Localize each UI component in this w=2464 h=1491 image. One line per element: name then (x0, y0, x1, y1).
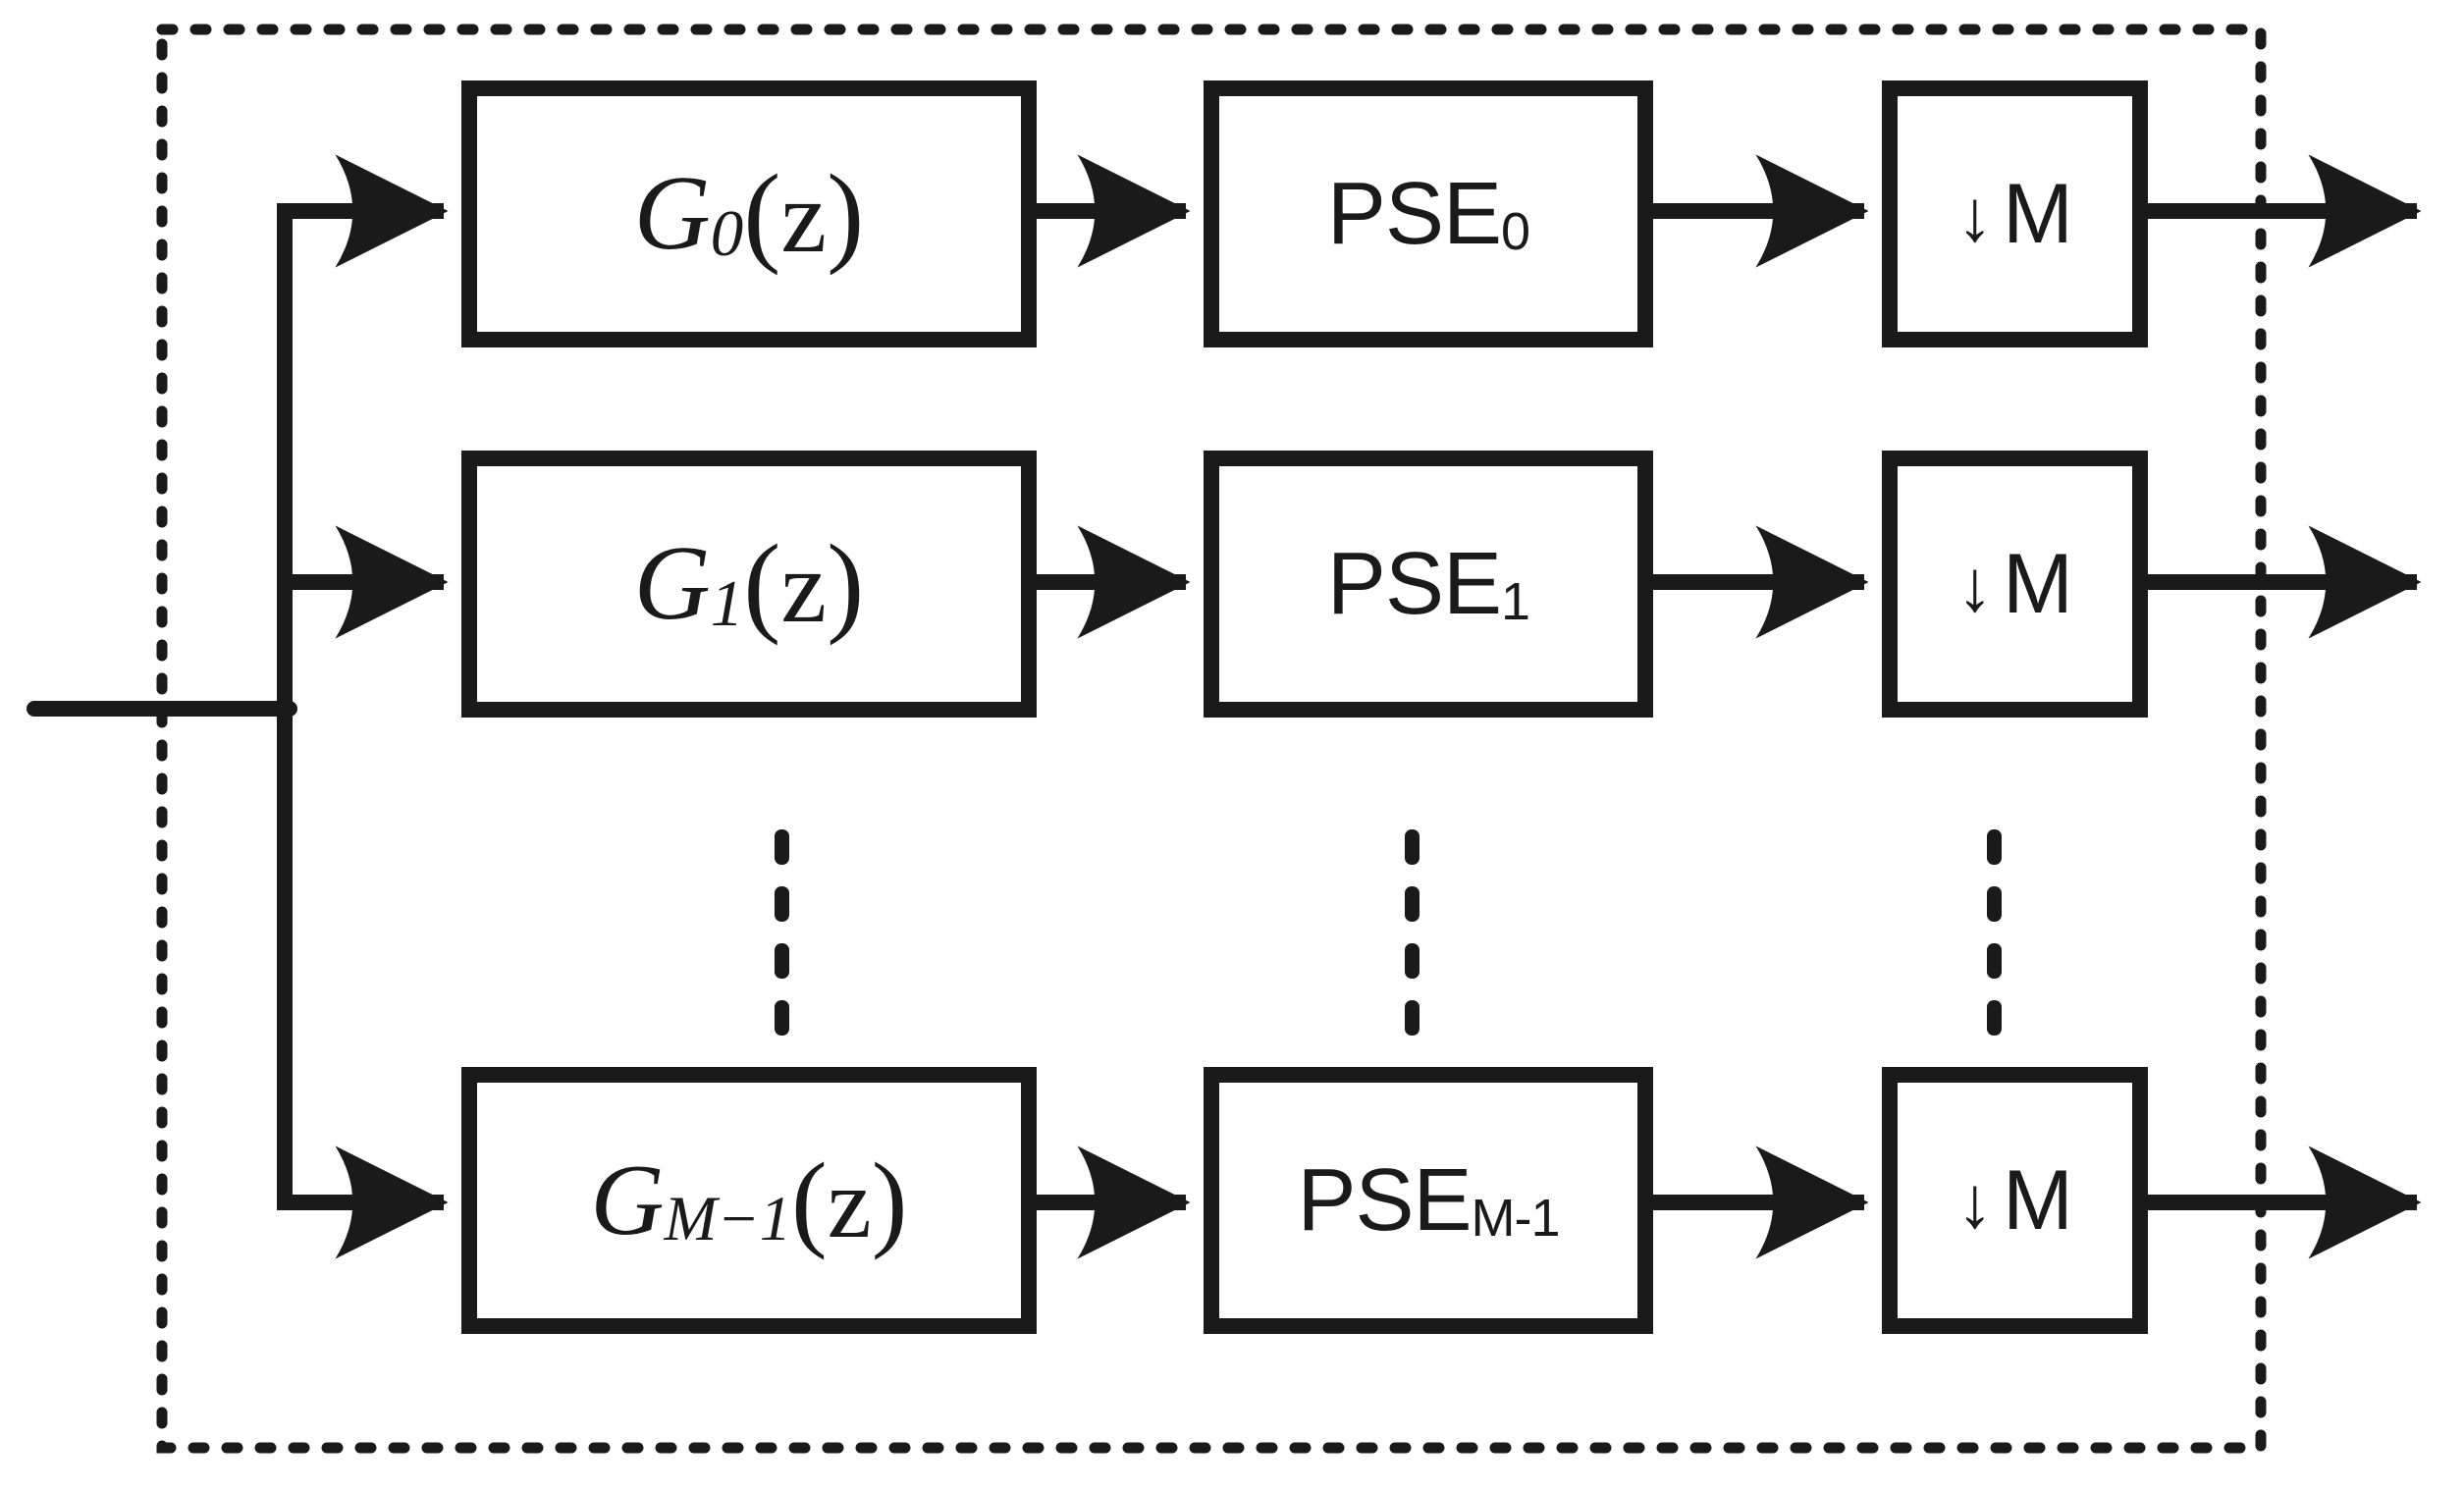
pse-box-2 (1204, 1067, 1653, 1334)
decimator-box-0 (1882, 80, 2148, 347)
decimator-column-ellipsis (1987, 829, 2002, 1036)
system-boundary (156, 24, 2267, 1454)
pse-column-ellipsis (1405, 829, 1419, 1036)
decimator-box-2 (1882, 1067, 2148, 1334)
filter-column-ellipsis (775, 829, 789, 1036)
pse-box-0 (1204, 80, 1653, 347)
decimator-box-1 (1882, 451, 2148, 718)
filter-box-0 (461, 80, 1037, 347)
pse-box-1 (1204, 451, 1653, 718)
filter-box-2 (461, 1067, 1037, 1334)
filter-box-1 (461, 451, 1037, 718)
